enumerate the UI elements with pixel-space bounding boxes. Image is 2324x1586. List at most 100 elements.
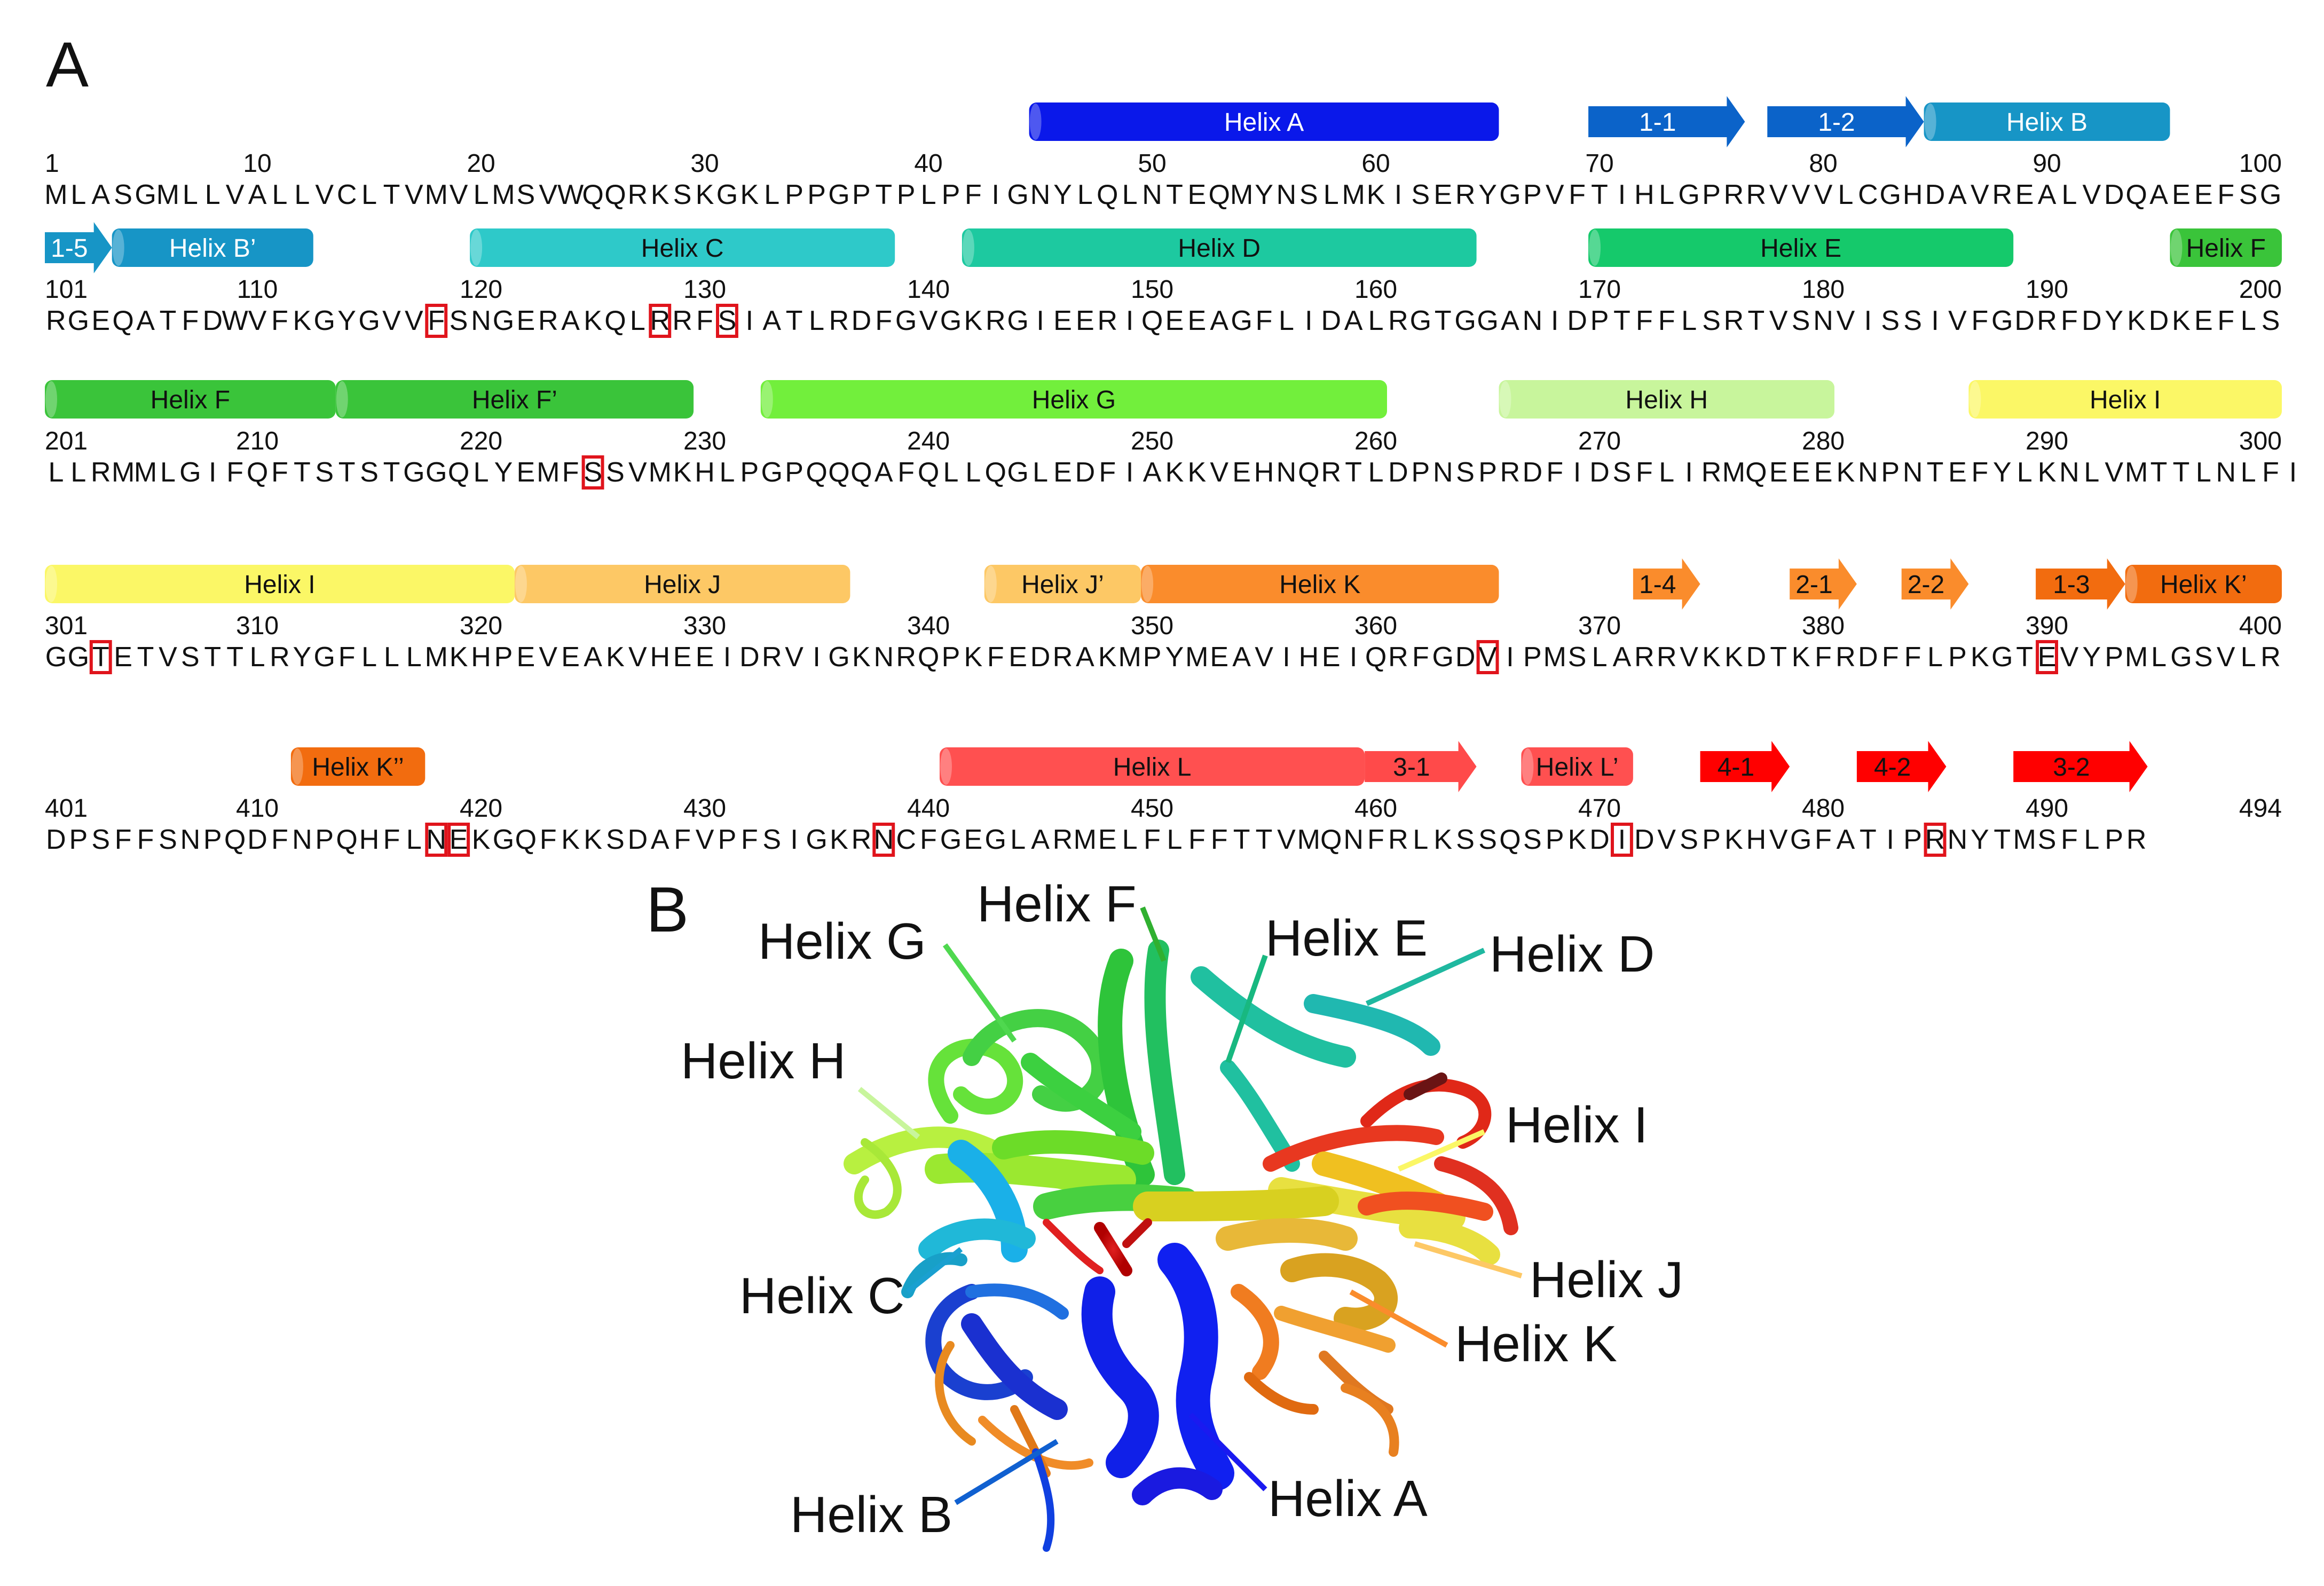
residue: S	[91, 824, 110, 855]
residue: R	[1724, 179, 1744, 210]
residue: T	[338, 457, 356, 488]
residue: V	[1769, 179, 1788, 210]
residue: Q	[806, 457, 827, 488]
residue: L	[361, 642, 377, 673]
callout-label: Helix J	[1530, 1251, 1683, 1308]
feature-label: Helix H	[1625, 386, 1708, 414]
residue: V	[1478, 642, 1497, 673]
residue: E	[1188, 179, 1207, 210]
residue: H	[650, 642, 670, 673]
position-number: 30	[690, 149, 719, 178]
row-start-number: 1	[45, 149, 59, 178]
helix-bar	[1499, 380, 1834, 419]
residue: K	[1792, 642, 1810, 673]
residue: V	[1546, 179, 1564, 210]
residue: R	[1053, 824, 1073, 855]
residue: A	[248, 179, 267, 210]
callout-label: Helix D	[1490, 926, 1655, 983]
residue: I	[1395, 179, 1402, 210]
helix-cap	[1522, 748, 1534, 785]
residue: A	[1076, 642, 1094, 673]
residue: A	[651, 824, 669, 855]
residue: G	[426, 457, 447, 488]
row-start-number: 301	[45, 612, 88, 640]
helix-bar	[2170, 228, 2282, 267]
residue: L	[361, 179, 377, 210]
helix-cap	[2170, 230, 2183, 266]
residue: S	[1903, 305, 1922, 336]
helix-cap	[940, 748, 952, 785]
residue: D	[739, 642, 760, 673]
position-number: 220	[460, 427, 502, 455]
residue: V	[1948, 305, 1967, 336]
residue: P	[897, 179, 916, 210]
residue: E	[1009, 642, 1027, 673]
residue: E	[1322, 642, 1341, 673]
residue: I	[1305, 305, 1312, 336]
residue: L	[2196, 457, 2211, 488]
callout-leader	[1414, 1241, 1523, 1279]
highlight-box	[1476, 640, 1499, 674]
residue: P	[2105, 642, 2123, 673]
feature-label: 1-4	[1639, 571, 1676, 599]
highlight-box	[581, 455, 604, 490]
residue: F	[2217, 179, 2234, 210]
feature-label: Helix E	[1760, 234, 1841, 263]
residue: T	[294, 457, 311, 488]
residue: R	[672, 305, 692, 336]
residue: F	[2262, 457, 2279, 488]
residue: D	[202, 305, 223, 336]
residue: S	[1412, 179, 1430, 210]
residue: E	[1232, 457, 1251, 488]
callout-leader	[1140, 906, 1167, 962]
residue: E	[2015, 179, 2034, 210]
feature-label: Helix I	[244, 571, 315, 599]
residue: S	[1568, 642, 1587, 673]
residue: Y	[2083, 642, 2101, 673]
residue: T	[383, 179, 400, 210]
residue: R	[2260, 642, 2281, 673]
residue: G	[1477, 305, 1498, 336]
residue: G	[493, 305, 514, 336]
residue: K	[740, 179, 759, 210]
position-number: 390	[2026, 612, 2068, 640]
residue: M	[1543, 642, 1566, 673]
residue: L	[474, 179, 489, 210]
highlight-box	[872, 823, 895, 857]
residue: K	[830, 824, 848, 855]
callout-leader	[1349, 1289, 1448, 1348]
residue: D	[1030, 642, 1051, 673]
residue: L	[384, 642, 399, 673]
residue: G	[1991, 642, 2013, 673]
callout-label: Helix B	[790, 1486, 952, 1543]
residue: G	[940, 824, 962, 855]
residue: P	[1702, 824, 1721, 855]
residue: L	[48, 457, 64, 488]
residue: N	[1903, 457, 1923, 488]
residue: K	[1724, 642, 1743, 673]
residue: R	[270, 642, 290, 673]
residue: F	[2061, 305, 2078, 336]
residue: F	[1211, 824, 1228, 855]
protein-structure-cartoon	[844, 940, 1518, 1552]
residue: F	[1569, 179, 1586, 210]
residue: F	[115, 824, 132, 855]
position-number: 50	[1138, 149, 1166, 178]
residue: L	[943, 457, 958, 488]
callout-leader	[905, 1247, 963, 1294]
feature-label: Helix B	[2006, 108, 2087, 137]
helix-cap	[1969, 381, 1981, 417]
residue: F	[875, 305, 892, 336]
position-number: 80	[1809, 149, 1837, 178]
helix-bar	[940, 747, 1365, 786]
residue: G	[45, 642, 67, 673]
residue: F	[1367, 824, 1384, 855]
position-number: 450	[1131, 794, 1173, 823]
residue: P	[1881, 457, 1900, 488]
residue: N	[1433, 457, 1453, 488]
residue: N	[1858, 457, 1878, 488]
residue: A	[1143, 457, 1162, 488]
residue: G	[761, 457, 783, 488]
